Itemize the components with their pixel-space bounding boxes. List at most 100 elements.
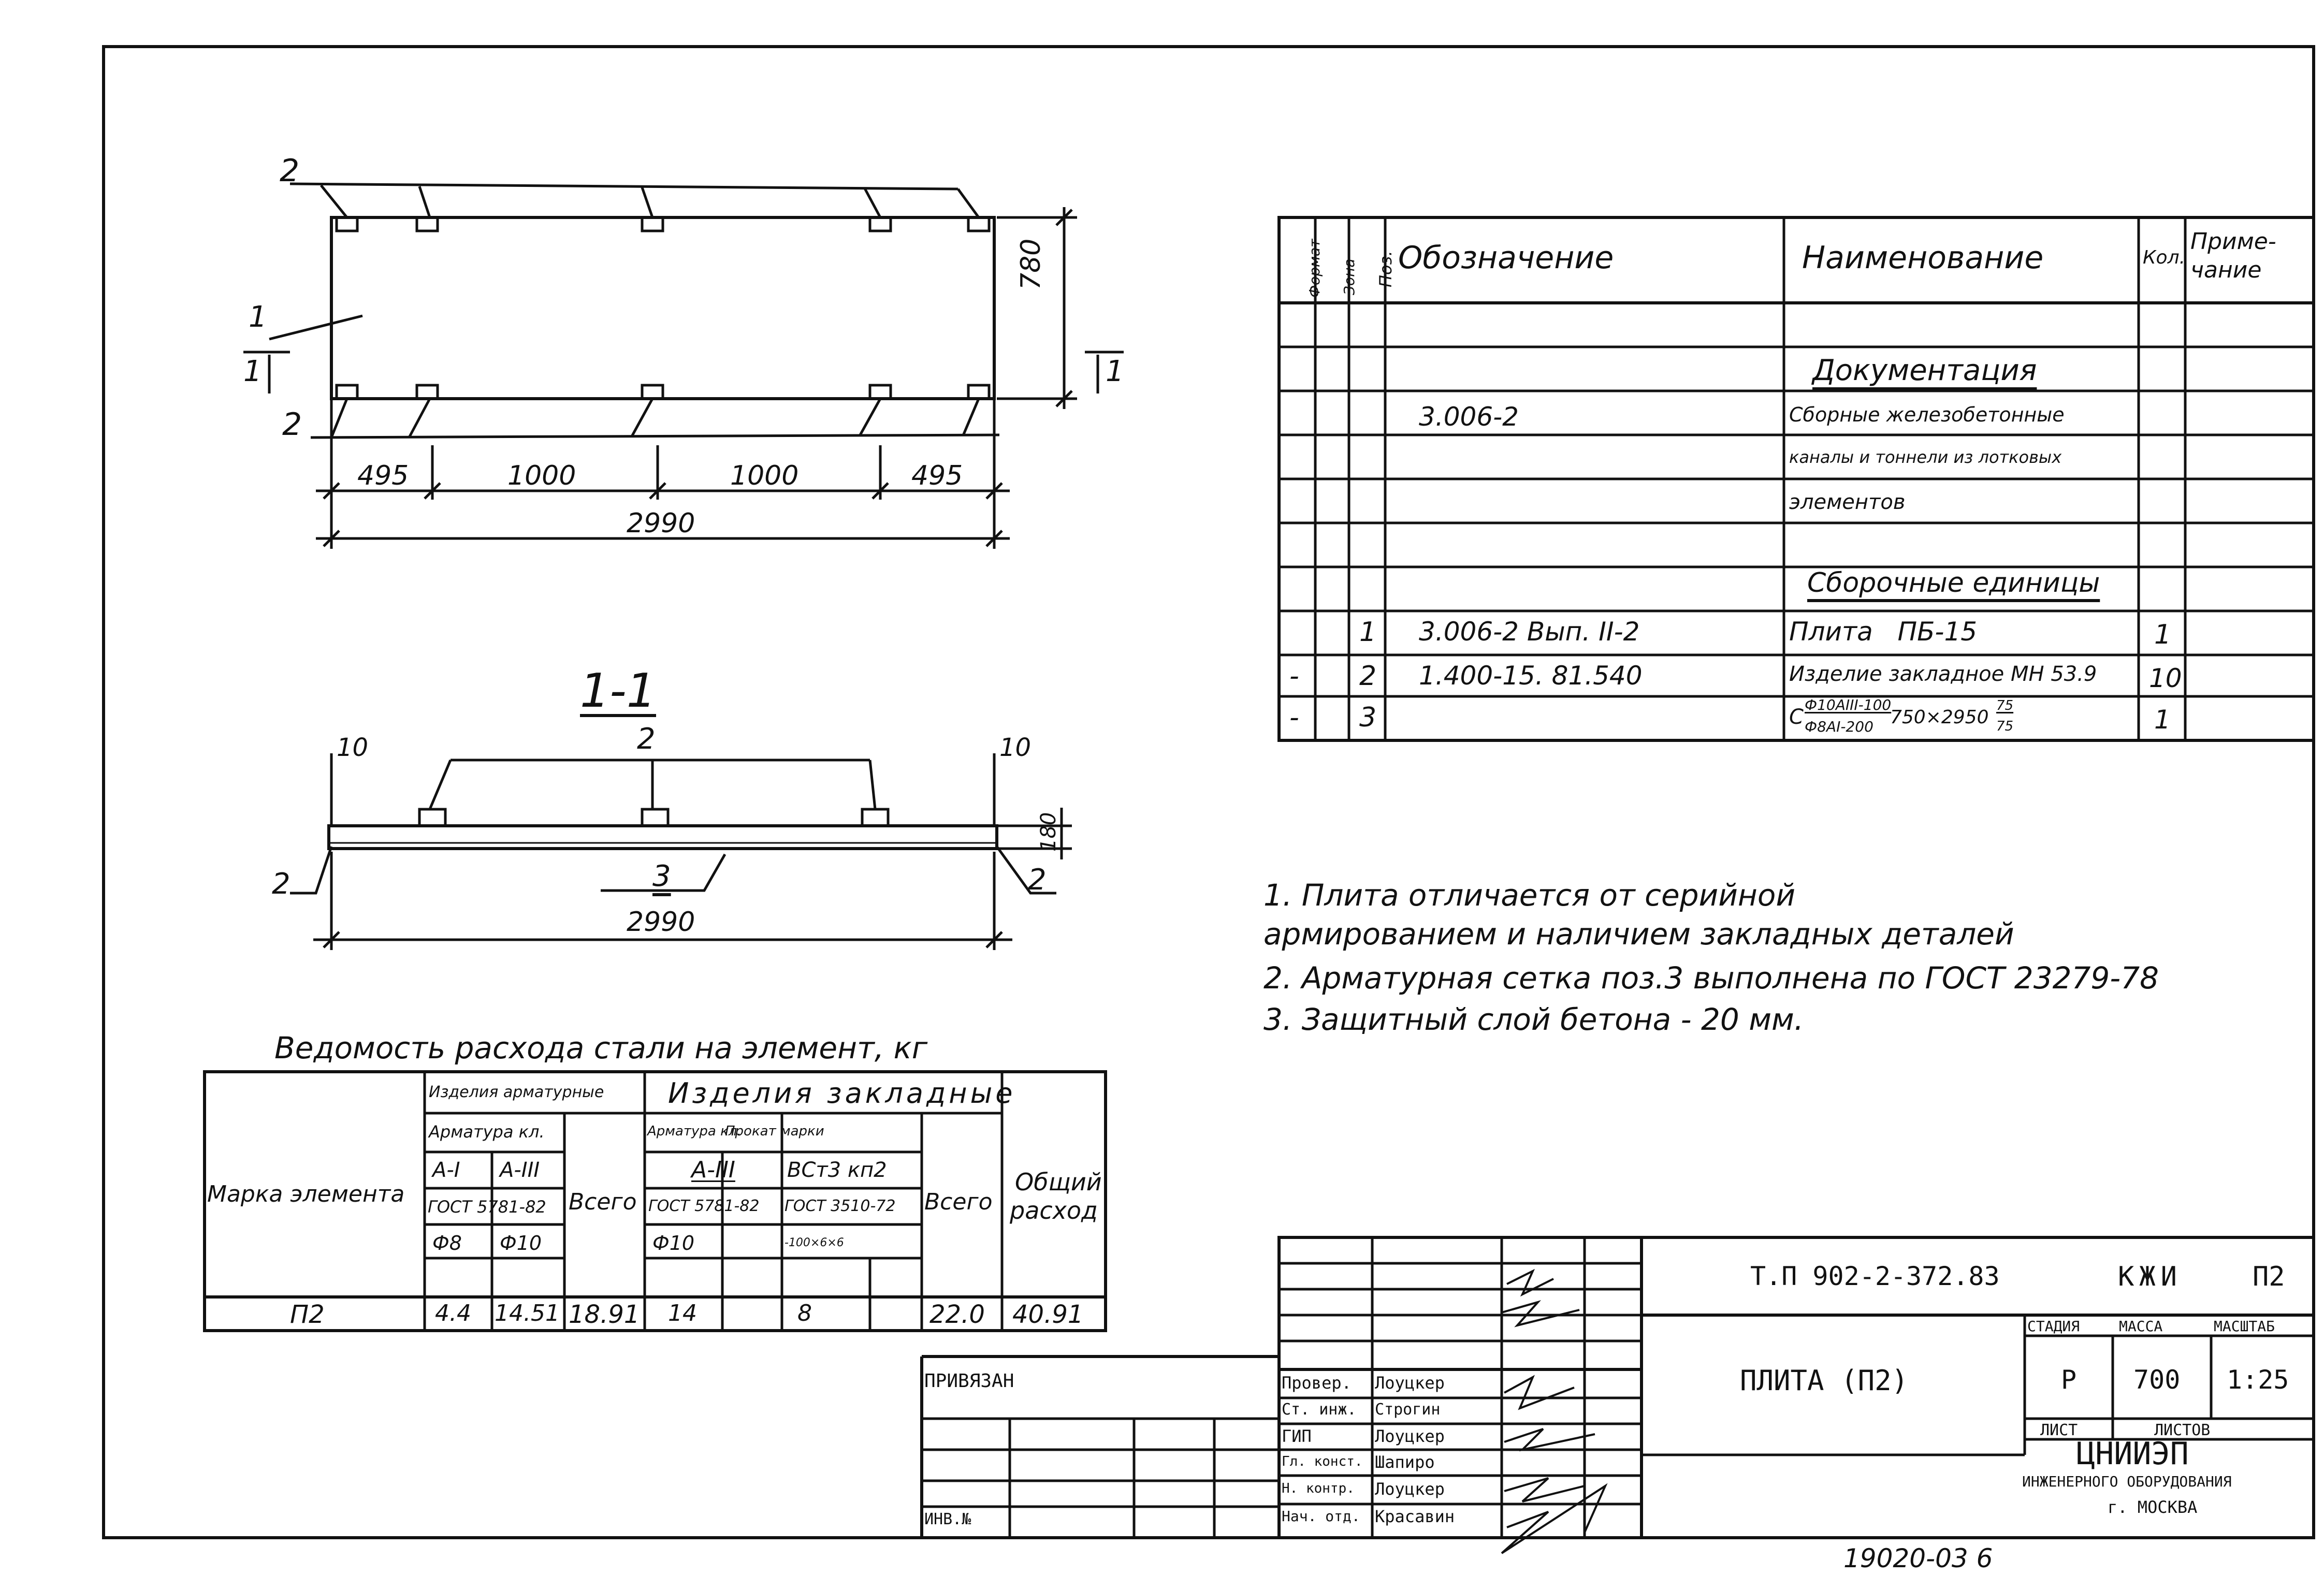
steel-grp-rebar: Изделия арматурные xyxy=(429,1083,604,1101)
steel-table-grid xyxy=(203,1070,1107,1332)
spec-row-7-designation: 1.400-15. 81.540 xyxy=(1419,661,1643,691)
steel-row-overall: 40.91 xyxy=(1012,1300,1084,1329)
note-1: 1. Плита отличается от серийной xyxy=(1263,878,1796,913)
steel-dia-embed-10: Ф10 xyxy=(652,1232,695,1255)
section-title: 1-1 xyxy=(580,664,656,718)
section-view xyxy=(290,753,1072,950)
plan-dim-total: 2990 xyxy=(627,508,695,539)
section-label-bottom: 3 xyxy=(652,859,671,893)
steel-dia-8: Ф8 xyxy=(432,1232,462,1255)
tb-inv: ИНВ.№ xyxy=(924,1510,971,1528)
steel-dia-10: Ф10 xyxy=(500,1232,542,1255)
spec-mesh-bottom: Ф8AI-200 xyxy=(1805,718,1873,735)
title-block-grid xyxy=(920,1236,2315,1554)
spec-mesh-frac-top: 75 xyxy=(1996,698,2014,713)
note-1-cont: армированием и наличием закладных детале… xyxy=(1263,916,2014,952)
tb-mass-header: МАССА xyxy=(2119,1318,2163,1335)
steel-total-rebar: Всего xyxy=(569,1189,637,1215)
tb-mass: 700 xyxy=(2133,1365,2181,1395)
steel-profile-size: -100×6×6 xyxy=(785,1236,844,1249)
steel-sub-rebar: Арматура кл. xyxy=(429,1122,545,1142)
steel-sub-profile: Прокат марки xyxy=(725,1124,824,1139)
spec-row-8-qty: 1 xyxy=(2154,705,2171,735)
tb-scale: 1:25 xyxy=(2227,1365,2289,1395)
section-dim-height: 180 xyxy=(1037,812,1061,852)
spec-row-1-designation: 3.006-2 xyxy=(1419,402,1519,432)
tb-sheet-no: П2 xyxy=(2253,1261,2285,1292)
spec-mesh-top: Ф10AIII-100 xyxy=(1805,696,1892,713)
steel-row-mark: П2 xyxy=(290,1300,325,1329)
signature-2 xyxy=(1501,1300,1580,1328)
spec-table-grid xyxy=(1277,216,2315,742)
tb-bound: ПРИВЯЗАН xyxy=(924,1370,1014,1392)
tb-signer-role-3: Гл. конст. xyxy=(1282,1454,1363,1469)
signature-6 xyxy=(1501,1483,1608,1554)
spec-header-designation: Обозначение xyxy=(1398,240,1614,276)
signature-5 xyxy=(1504,1477,1585,1503)
sheet-frame xyxy=(102,45,2315,1539)
spec-row-7-fmt: - xyxy=(1289,661,1299,692)
tb-code: Т.П 902-2-372.83 xyxy=(1750,1261,2000,1291)
section-label-left: 2 xyxy=(272,867,290,901)
spec-row-7-qty: 10 xyxy=(2149,663,2182,693)
steel-cls-a1: A-I xyxy=(432,1158,460,1182)
signature-1 xyxy=(1506,1268,1554,1297)
spec-row-3-name: элементов xyxy=(1789,490,1906,514)
note-3: 3. Защитный слой бетона - 20 мм. xyxy=(1263,1002,1804,1037)
spec-header-name: Наименование xyxy=(1802,240,2044,276)
plan-dim-1: 1000 xyxy=(507,460,576,491)
spec-mesh-frac-bottom: 75 xyxy=(1996,719,2014,734)
tb-name: ПЛИТА (П2) xyxy=(1740,1364,1909,1397)
plan-dim-3: 495 xyxy=(911,460,963,491)
tb-stage-header: СТАДИЯ xyxy=(2027,1318,2080,1335)
steel-cls-embed-a3: A-III xyxy=(691,1157,735,1183)
spec-row-5-name: Сборочные единицы xyxy=(1807,567,2100,599)
spec-row-6-pos: 1 xyxy=(1359,617,1377,648)
plan-section-right: 1 xyxy=(1106,355,1124,388)
plan-view xyxy=(243,182,1124,549)
spec-row-6-designation: 3.006-2 Вып. II-2 xyxy=(1419,617,1640,647)
spec-row-0-name: Документация xyxy=(1812,354,2037,387)
spec-header-qty: Кол. xyxy=(2143,247,2186,268)
steel-gost-rebar: ГОСТ 5781-82 xyxy=(428,1197,546,1217)
spec-row-6-name: Плита ПБ-15 xyxy=(1789,617,1978,647)
steel-grp-embed: Изделия закладные xyxy=(668,1077,1016,1110)
steel-overall-2: расход xyxy=(1010,1197,1098,1224)
tb-city: г. МОСКВА xyxy=(2108,1497,2198,1517)
section-dim-total: 2990 xyxy=(627,907,695,938)
steel-sub-embed-rebar: Арматура кл. xyxy=(647,1124,742,1139)
tb-sheet-code: КЖИ xyxy=(2118,1261,2182,1292)
spec-header-note-2: чание xyxy=(2190,257,2262,283)
spec-row-6-qty: 1 xyxy=(2154,619,2172,650)
steel-row-a3: 14.51 xyxy=(495,1300,560,1326)
steel-gost-embed: ГОСТ 5781-82 xyxy=(648,1197,760,1215)
spec-row-7-name: Изделие закладное МН 53.9 xyxy=(1789,662,2097,686)
plan-label-side: 1 xyxy=(249,300,267,334)
steel-overall-1: Общий xyxy=(1015,1168,1102,1196)
steel-row-total2: 22.0 xyxy=(929,1300,985,1329)
section-cover-right: 10 xyxy=(999,733,1032,762)
tb-sheets-header: ЛИСТОВ xyxy=(2154,1421,2211,1439)
spec-header-zone: Зона xyxy=(1341,258,1358,295)
steel-col-mark: Марка элемента xyxy=(207,1181,405,1207)
steel-row-profile: 8 xyxy=(797,1300,812,1326)
plan-dim-2: 1000 xyxy=(730,460,799,491)
steel-row-embed-a3: 14 xyxy=(668,1300,697,1326)
tb-signer-role-0: Провер. xyxy=(1282,1373,1352,1393)
steel-gost-profile: ГОСТ 3510-72 xyxy=(785,1197,896,1215)
tb-signer-name-2: Лоуцкер xyxy=(1375,1426,1445,1446)
steel-row-total1: 18.91 xyxy=(569,1300,640,1329)
tb-sheet-header: ЛИСТ xyxy=(2040,1421,2078,1439)
section-cover-left: 10 xyxy=(337,733,369,762)
spec-header-note-1: Приме- xyxy=(2190,228,2276,255)
tb-scale-header: МАСШТАБ xyxy=(2214,1318,2275,1335)
tb-signer-name-5: Красавин xyxy=(1375,1507,1455,1526)
plan-dim-height: 780 xyxy=(1015,238,1047,290)
steel-total-embed: Всего xyxy=(924,1189,993,1215)
footer-number: 19020-03 6 xyxy=(1843,1543,1993,1573)
spec-row-8-fmt: - xyxy=(1289,702,1299,733)
note-2: 2. Арматурная сетка поз.3 выполнена по Г… xyxy=(1263,960,2159,996)
tb-signer-name-0: Лоуцкер xyxy=(1375,1373,1445,1393)
plan-section-left: 1 xyxy=(243,355,262,388)
